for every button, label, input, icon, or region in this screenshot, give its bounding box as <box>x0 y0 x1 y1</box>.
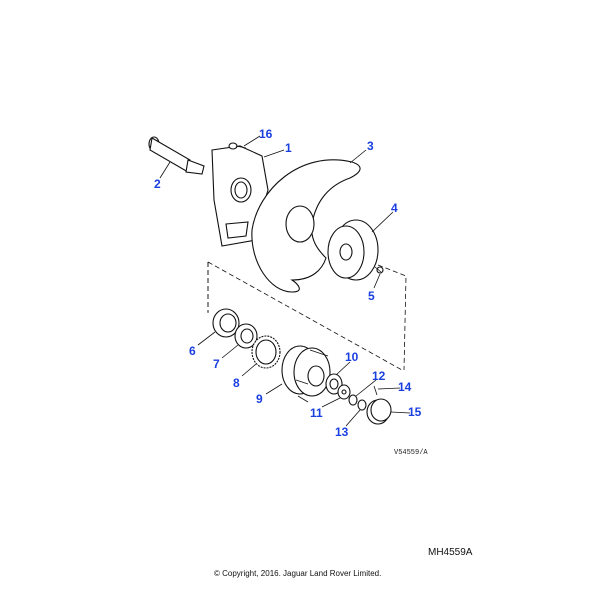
part-14-split-pin[interactable] <box>373 385 378 396</box>
assembly-outline <box>207 261 407 371</box>
copyright-notice: © Copyright, 2016. Jaguar Land Rover Lim… <box>214 569 382 578</box>
callout-2[interactable]: 2 <box>154 177 161 191</box>
part-3-backplate[interactable] <box>251 159 361 293</box>
callout-4[interactable]: 4 <box>391 201 398 215</box>
callout-9[interactable]: 9 <box>256 392 263 406</box>
part-8-abs-ring[interactable] <box>251 335 281 369</box>
part-16-bolt[interactable] <box>228 142 247 150</box>
callout-1[interactable]: 1 <box>285 141 292 155</box>
callout-8[interactable]: 8 <box>233 376 240 390</box>
part-12-nut[interactable] <box>348 394 358 406</box>
part-4-drum[interactable] <box>327 219 379 281</box>
part-9-hub[interactable] <box>281 345 331 403</box>
part-7-bearing[interactable] <box>234 323 258 349</box>
part-13-retainer[interactable] <box>357 399 367 411</box>
callout-14[interactable]: 14 <box>398 380 412 394</box>
callout-11[interactable]: 11 <box>310 406 323 420</box>
callout-3[interactable]: 3 <box>367 139 374 153</box>
figure-code: MH4559A <box>428 547 473 558</box>
callout-7[interactable]: 7 <box>213 357 220 371</box>
part-2-shaft[interactable] <box>148 136 205 175</box>
callout-6[interactable]: 6 <box>189 344 196 358</box>
callout-10[interactable]: 10 <box>345 350 359 364</box>
part-6-seal[interactable] <box>212 308 240 338</box>
callout-15[interactable]: 15 <box>408 405 422 419</box>
part-11-washer[interactable] <box>337 384 351 400</box>
callout-16[interactable]: 16 <box>259 127 273 141</box>
callout-5[interactable]: 5 <box>368 289 375 303</box>
callout-13[interactable]: 13 <box>335 425 349 439</box>
leader-lines <box>159 135 411 427</box>
callout-12[interactable]: 12 <box>372 369 386 383</box>
part-5-screw[interactable] <box>374 266 384 274</box>
part-15-cap[interactable] <box>366 398 392 425</box>
drawing-reference: V54559/A <box>394 449 428 457</box>
